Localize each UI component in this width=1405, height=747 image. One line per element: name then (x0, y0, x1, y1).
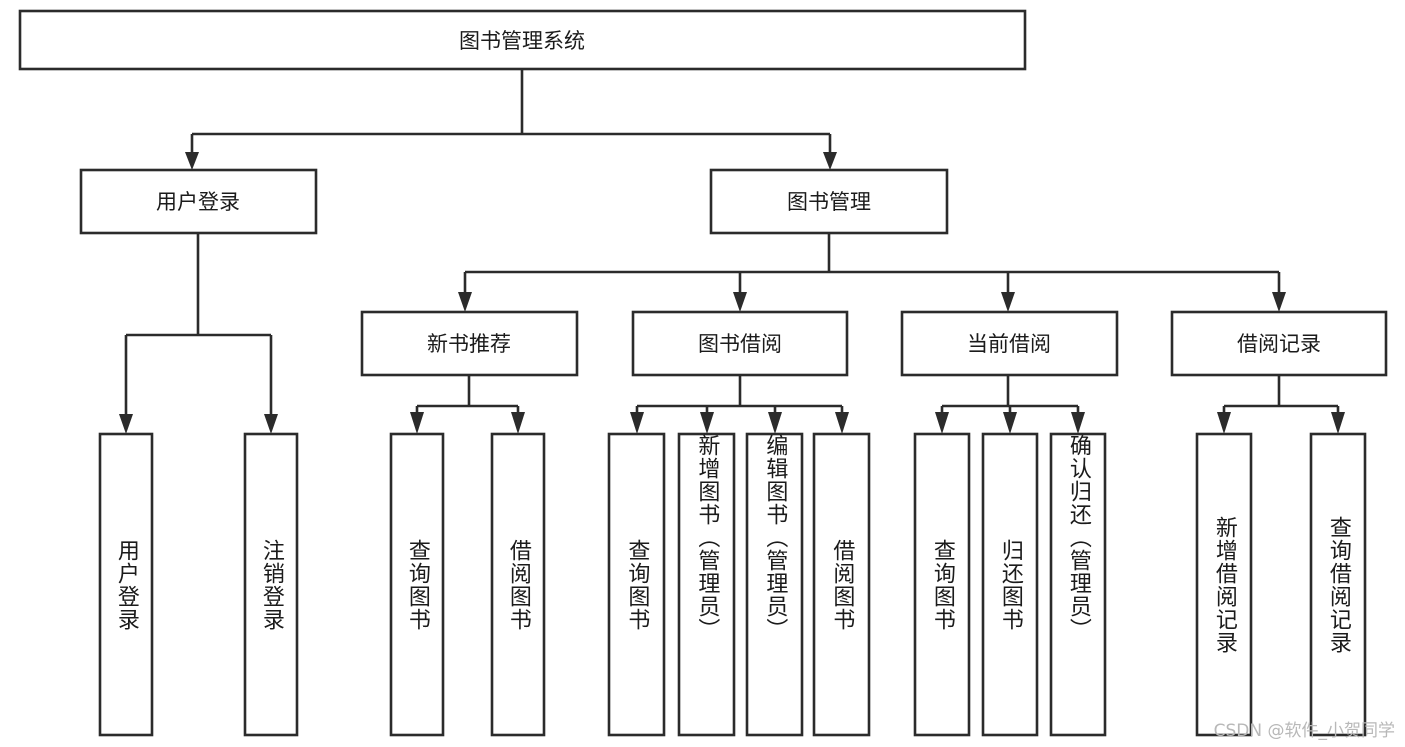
leaf-box-nb-borrow-book[interactable] (490, 432, 546, 737)
node-new-book-recommend-box[interactable] (360, 310, 579, 377)
node-root-box[interactable] (18, 9, 1027, 71)
node-new-book-recommend-label: 新书推荐 (427, 332, 511, 356)
arrow-to-book-borrow (733, 292, 747, 312)
leaf-box-nb-query-book[interactable] (389, 432, 445, 737)
arrow-to-new-book (458, 292, 472, 312)
leaf-box-br-add-record[interactable] (1195, 432, 1253, 737)
node-book-manage-box[interactable] (709, 168, 949, 235)
leaf-box-cb-return-book[interactable] (981, 432, 1039, 737)
node-root-label: 图书管理系统 (459, 29, 585, 53)
node-root[interactable]: 图书管理系统 (18, 9, 1027, 71)
node-borrow-record[interactable]: 借阅记录 (1170, 310, 1388, 377)
arrow-to-book-manage (823, 152, 837, 170)
node-book-manage-label: 图书管理 (787, 190, 871, 214)
arrow-leaf-cb-query (935, 412, 949, 434)
arrow-to-user-login (185, 152, 199, 170)
node-user-login-label: 用户登录 (156, 190, 240, 214)
leaf-box-bb-query-book[interactable] (607, 432, 666, 737)
node-current-borrow-box[interactable] (900, 310, 1119, 377)
arrow-to-current-borrow (1001, 292, 1015, 312)
node-book-borrow-box[interactable] (631, 310, 849, 377)
arrow-leaf-br-query (1331, 412, 1345, 434)
arrow-leaf-bb-query (630, 412, 644, 434)
arrow-leaf-logout (264, 414, 278, 434)
leaf-box-logout[interactable] (243, 432, 299, 737)
node-current-borrow-label: 当前借阅 (967, 332, 1051, 356)
leaf-box-user-login[interactable] (98, 432, 154, 737)
leaf-box-cb-confirm-return[interactable] (1049, 432, 1107, 737)
leaf-box-cb-query-book[interactable] (913, 432, 971, 737)
arrow-leaf-user-login (119, 414, 133, 434)
arrow-to-borrow-record (1272, 292, 1286, 312)
leaf-box-bb-edit-book[interactable] (745, 432, 804, 737)
node-current-borrow[interactable]: 当前借阅 (900, 310, 1119, 377)
leaf-box-br-query-record[interactable] (1309, 432, 1367, 737)
leaf-box-bb-add-book[interactable] (677, 432, 736, 737)
node-book-manage[interactable]: 图书管理 (709, 168, 949, 235)
leaf-box-bb-borrow-book[interactable] (812, 432, 871, 737)
node-user-login[interactable]: 用户登录 (79, 168, 318, 235)
arrow-leaf-bb-borrow (835, 412, 849, 434)
node-borrow-record-box[interactable] (1170, 310, 1388, 377)
arrow-leaf-cb-return (1003, 412, 1017, 434)
node-new-book-recommend[interactable]: 新书推荐 (360, 310, 579, 377)
arrow-leaf-nb-borrow (511, 412, 525, 434)
edge-group (119, 69, 1345, 434)
node-book-borrow[interactable]: 图书借阅 (631, 310, 849, 377)
arrow-leaf-br-add (1217, 412, 1231, 434)
arrow-leaf-cb-confirm (1071, 412, 1085, 434)
arrow-leaf-nb-query (410, 412, 424, 434)
arrow-leaf-bb-edit (768, 412, 782, 434)
node-book-borrow-label: 图书借阅 (698, 332, 782, 356)
arrow-leaf-bb-add (700, 412, 714, 434)
node-user-login-box[interactable] (79, 168, 318, 235)
node-borrow-record-label: 借阅记录 (1237, 332, 1321, 356)
